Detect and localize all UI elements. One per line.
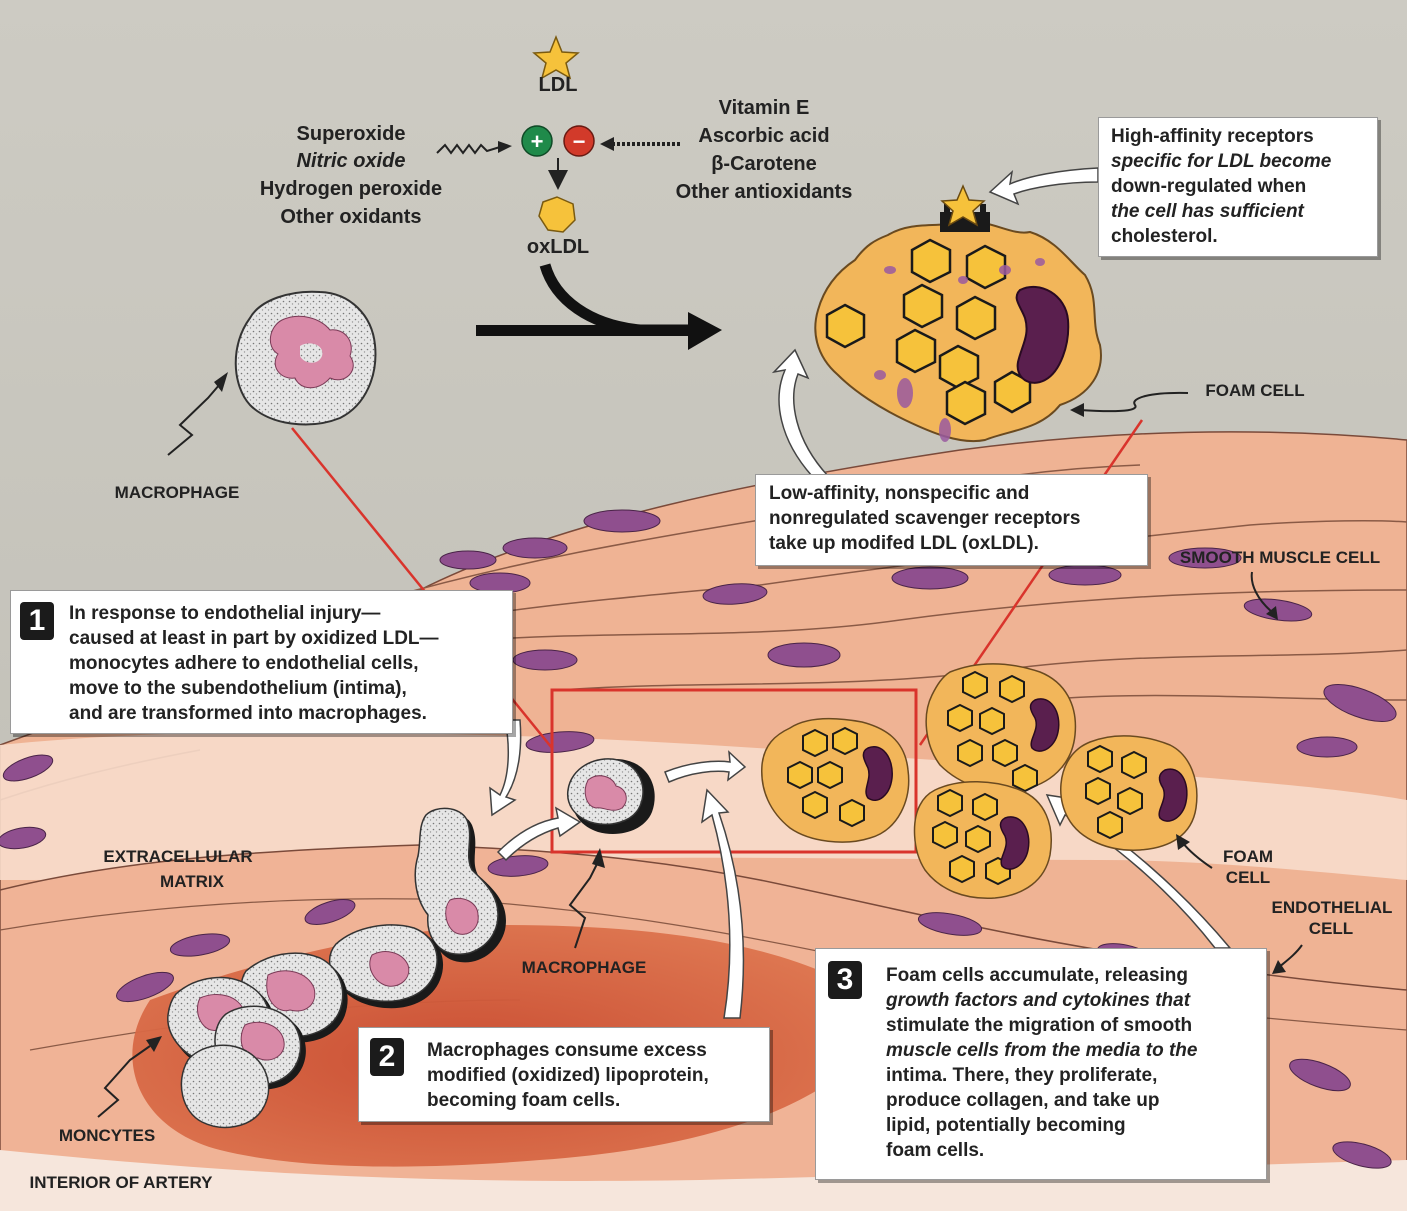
step-2-number: 2	[370, 1038, 404, 1076]
foam-cell-small-2	[925, 663, 1077, 793]
minus-icon	[563, 125, 595, 157]
foam-cell-small-1	[761, 717, 910, 843]
antioxidant-list: Vitamin E Ascorbic acid β-Carotene Other…	[676, 97, 853, 203]
foam-cell-small-4	[913, 781, 1052, 899]
ldl-receptor-star-icon	[940, 184, 986, 227]
svg-text:β-Carotene: β-Carotene	[711, 153, 817, 175]
svg-text:CELL: CELL	[1226, 868, 1270, 887]
oxldl-label: oxLDL	[527, 236, 589, 258]
step-3-number: 3	[828, 961, 862, 999]
svg-text:Ascorbic acid: Ascorbic acid	[698, 125, 829, 147]
smooth-muscle-pointer	[1250, 571, 1273, 613]
step-1-number: 1	[20, 602, 54, 640]
zoom-rectangle	[550, 688, 918, 854]
svg-text:−: −	[573, 129, 586, 154]
low-affinity-callout: Low-affinity, nonspecific and nonregulat…	[755, 474, 1148, 566]
white-callout-arrows	[489, 167, 1232, 1019]
svg-text:+: +	[531, 129, 544, 154]
cell-nuclei	[0, 509, 1397, 1169]
step-3-callout: 3 Foam cells accumulate, releasing growt…	[815, 948, 1267, 1180]
macrophage-label-top: MACROPHAGE	[115, 483, 240, 502]
ldl-label: LDL	[539, 74, 578, 96]
uptake-arrow	[476, 263, 722, 350]
svg-text:Nitric oxide: Nitric oxide	[297, 150, 406, 172]
macrophage-cell-small	[566, 758, 655, 834]
endothelial-cell-label: ENDOTHELIAL	[1272, 898, 1393, 917]
foam-cell-label-right: FOAM	[1223, 847, 1273, 866]
svg-text:Vitamin E: Vitamin E	[719, 97, 810, 119]
foam-cell-cluster	[761, 663, 1198, 899]
foam-cell-small-3	[1060, 735, 1198, 851]
plus-icon	[521, 125, 553, 157]
oxldl-particle-icon	[538, 196, 576, 233]
svg-text:Hydrogen peroxide: Hydrogen peroxide	[260, 178, 442, 200]
high-affinity-callout: High-affinity receptors specific for LDL…	[1098, 117, 1378, 257]
svg-text:MATRIX: MATRIX	[160, 872, 225, 891]
step-2-callout: 2 Macrophages consume excess modified (o…	[358, 1027, 770, 1122]
svg-text:CELL: CELL	[1309, 919, 1353, 938]
monocytes-pointer	[97, 1045, 151, 1118]
extracellular-matrix-label: EXTRACELLULAR	[103, 847, 252, 866]
foam-cell-label-top: FOAM CELL	[1205, 381, 1304, 400]
ldl-star-icon	[532, 34, 580, 80]
svg-text:Other oxidants: Other oxidants	[280, 206, 421, 228]
macrophage-pointer	[167, 383, 221, 456]
svg-text:Other antioxidants: Other antioxidants	[676, 181, 853, 203]
monocytes-label: MONCYTES	[59, 1126, 155, 1145]
oxidant-wavy-arrow	[436, 143, 501, 155]
oxidant-list: Superoxide Nitric oxide Hydrogen peroxid…	[260, 123, 442, 228]
macrophage-cell-top	[234, 290, 377, 426]
smooth-muscle-cell-label: SMOOTH MUSCLE CELL	[1180, 548, 1380, 567]
monocyte-cluster	[167, 807, 506, 1129]
macrophage-pointer-bottom	[568, 861, 599, 949]
foam-cell-top	[814, 184, 1102, 442]
foam-cell-pointer-top	[1079, 391, 1189, 413]
step-1-callout: 1 In response to endothelial injury— cau…	[10, 590, 513, 734]
macrophage-label-bottom: MACROPHAGE	[522, 958, 647, 977]
interior-of-artery-label: INTERIOR OF ARTERY	[30, 1173, 214, 1192]
svg-text:Superoxide: Superoxide	[297, 123, 406, 145]
